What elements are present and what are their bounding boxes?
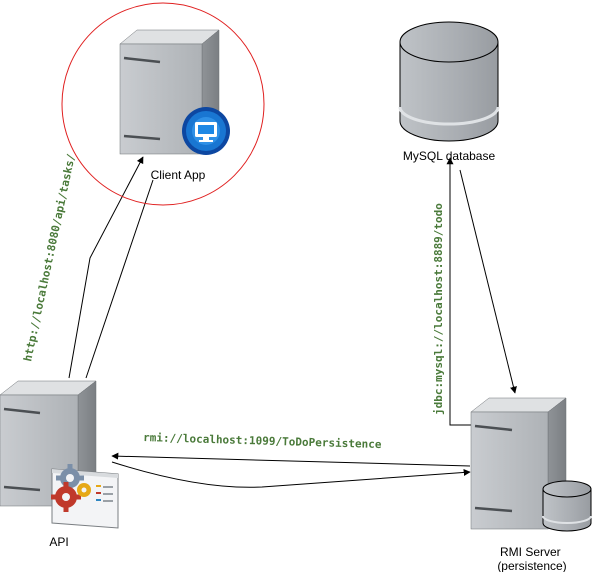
- mysql-database-icon[interactable]: [398, 21, 500, 142]
- mysql-database-label: MySQL database: [403, 149, 496, 163]
- rmi-url-label: rmi://localhost:1099/ToDoPersistence: [143, 431, 382, 451]
- rmi-server-label: RMI Server (persistence): [497, 545, 566, 572]
- rmi-server[interactable]: [470, 397, 592, 532]
- http-url-label: http://localhost:8080/api/tasks/: [21, 152, 78, 362]
- gears-settings-icon: [51, 464, 119, 529]
- monitor-icon: [182, 107, 230, 155]
- edge-api-to-client: [68, 156, 144, 379]
- edge-api-to-rmi: [111, 461, 471, 488]
- api-label: API: [49, 535, 68, 549]
- rmi-server-label-line1: RMI Server: [500, 545, 561, 559]
- client-app-label: Client App: [151, 168, 206, 182]
- jdbc-url-label: jdbc:mysql://localhost:8889/todo: [432, 203, 445, 415]
- client-app-server[interactable]: [119, 29, 230, 155]
- rmi-server-label-line2: (persistence): [497, 559, 566, 572]
- edge-rmi-to-api: [111, 452, 471, 467]
- edge-client-to-api: [85, 179, 154, 379]
- edge-rmi-to-mysql: [446, 157, 472, 426]
- edge-mysql-to-rmi: [459, 169, 517, 394]
- storage-disk-icon: [542, 480, 592, 532]
- client-highlight-circle: [61, 2, 265, 206]
- connectors: [68, 156, 517, 488]
- api-server[interactable]: [0, 380, 119, 529]
